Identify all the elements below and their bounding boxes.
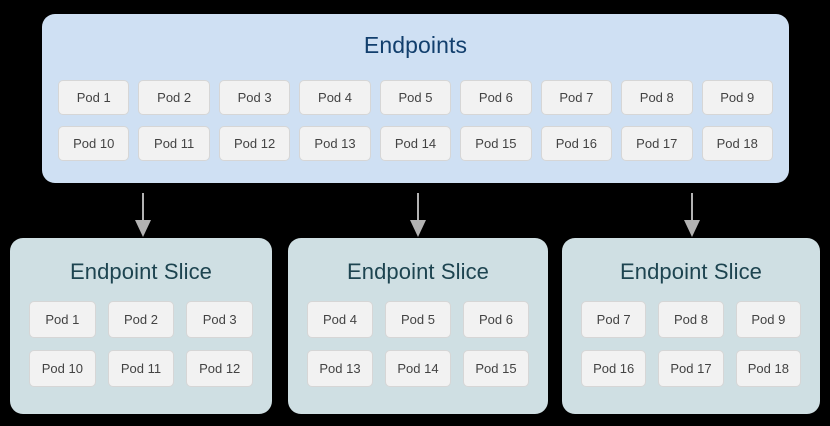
pod-chip[interactable]: Pod 8 [658, 301, 724, 338]
pod-chip[interactable]: Pod 13 [299, 126, 371, 161]
arrow-head [684, 220, 700, 237]
pod-chip[interactable]: Pod 12 [186, 350, 254, 387]
pod-chip[interactable]: Pod 15 [460, 126, 532, 161]
pod-chip[interactable]: Pod 2 [107, 301, 175, 338]
pod-chip[interactable]: Pod 14 [379, 126, 452, 161]
endpoint-slice-pod-row: Pod 1 Pod 2 Pod 3 [29, 301, 254, 338]
endpoints-pod-row: Pod 1 Pod 2 Pod 3 Pod 4 Pod 5 Pod 6 Pod … [58, 80, 773, 115]
pod-chip[interactable]: Pod 3 [218, 80, 291, 115]
pod-chip[interactable]: Pod 7 [581, 301, 647, 338]
arrow-stem [142, 193, 144, 223]
pod-chip[interactable]: Pod 11 [138, 126, 210, 161]
endpoint-slice-panel-2: Endpoint Slice Pod 4 Pod 5 Pod 6 Pod 13 … [288, 238, 548, 414]
pod-chip[interactable]: Pod 17 [658, 350, 724, 387]
endpoint-slice-pod-row: Pod 16 Pod 17 Pod 18 [581, 350, 801, 387]
pod-chip[interactable]: Pod 4 [307, 301, 373, 338]
pod-chip[interactable]: Pod 14 [385, 350, 451, 387]
pod-chip[interactable]: Pod 13 [307, 350, 373, 387]
endpoints-pod-row: Pod 10 Pod 11 Pod 12 Pod 13 Pod 14 Pod 1… [58, 126, 773, 161]
pod-chip[interactable]: Pod 6 [463, 301, 529, 338]
endpoint-slice-pod-row: Pod 4 Pod 5 Pod 6 [307, 301, 529, 338]
endpoint-slice-title: Endpoint Slice [346, 259, 490, 284]
endpoint-slice-pod-row: Pod 13 Pod 14 Pod 15 [307, 350, 529, 387]
endpoint-slice-pod-grid: Pod 7 Pod 8 Pod 9 Pod 16 Pod 17 Pod 18 [581, 301, 801, 387]
pod-chip[interactable]: Pod 18 [701, 126, 773, 161]
arrow-head [135, 220, 151, 237]
pod-chip[interactable]: Pod 5 [379, 80, 452, 115]
endpoints-pod-grid: Pod 1 Pod 2 Pod 3 Pod 4 Pod 5 Pod 6 Pod … [58, 80, 773, 161]
pod-chip[interactable]: Pod 4 [299, 80, 371, 115]
pod-chip[interactable]: Pod 9 [735, 301, 801, 338]
pod-chip[interactable]: Pod 3 [186, 301, 254, 338]
endpoint-slice-pod-row: Pod 7 Pod 8 Pod 9 [581, 301, 801, 338]
endpoints-panel: Endpoints Pod 1 Pod 2 Pod 3 Pod 4 Pod 5 … [42, 14, 789, 183]
arrow-stem [417, 193, 419, 223]
arrow-stem [691, 193, 693, 223]
arrow-down-icon [683, 193, 701, 237]
endpoint-slice-pod-grid: Pod 4 Pod 5 Pod 6 Pod 13 Pod 14 Pod 15 [307, 301, 529, 387]
endpoint-slice-panel-3: Endpoint Slice Pod 7 Pod 8 Pod 9 Pod 16 … [562, 238, 820, 414]
pod-chip[interactable]: Pod 11 [107, 350, 175, 387]
endpoint-slice-pod-row: Pod 10 Pod 11 Pod 12 [29, 350, 254, 387]
pod-chip[interactable]: Pod 15 [463, 350, 529, 387]
pod-chip[interactable]: Pod 18 [735, 350, 801, 387]
endpoint-slice-title: Endpoint Slice [619, 259, 763, 284]
pod-chip[interactable]: Pod 17 [621, 126, 693, 161]
pod-chip[interactable]: Pod 1 [29, 301, 96, 338]
pod-chip[interactable]: Pod 16 [581, 350, 647, 387]
pod-chip[interactable]: Pod 5 [385, 301, 451, 338]
pod-chip[interactable]: Pod 10 [29, 350, 96, 387]
pod-chip[interactable]: Pod 10 [58, 126, 130, 161]
arrow-down-icon [134, 193, 152, 237]
arrow-head [410, 220, 426, 237]
pod-chip[interactable]: Pod 2 [138, 80, 210, 115]
pod-chip[interactable]: Pod 1 [58, 80, 130, 115]
endpoint-slice-title: Endpoint Slice [69, 259, 213, 284]
pod-chip[interactable]: Pod 9 [701, 80, 773, 115]
endpoint-slice-pod-grid: Pod 1 Pod 2 Pod 3 Pod 10 Pod 11 Pod 12 [29, 301, 254, 387]
pod-chip[interactable]: Pod 8 [621, 80, 693, 115]
endpoint-slice-panel-1: Endpoint Slice Pod 1 Pod 2 Pod 3 Pod 10 … [10, 238, 272, 414]
endpoints-title: Endpoints [363, 32, 468, 58]
arrow-down-icon [409, 193, 427, 237]
pod-chip[interactable]: Pod 16 [540, 126, 613, 161]
pod-chip[interactable]: Pod 12 [218, 126, 291, 161]
pod-chip[interactable]: Pod 7 [540, 80, 613, 115]
pod-chip[interactable]: Pod 6 [460, 80, 532, 115]
